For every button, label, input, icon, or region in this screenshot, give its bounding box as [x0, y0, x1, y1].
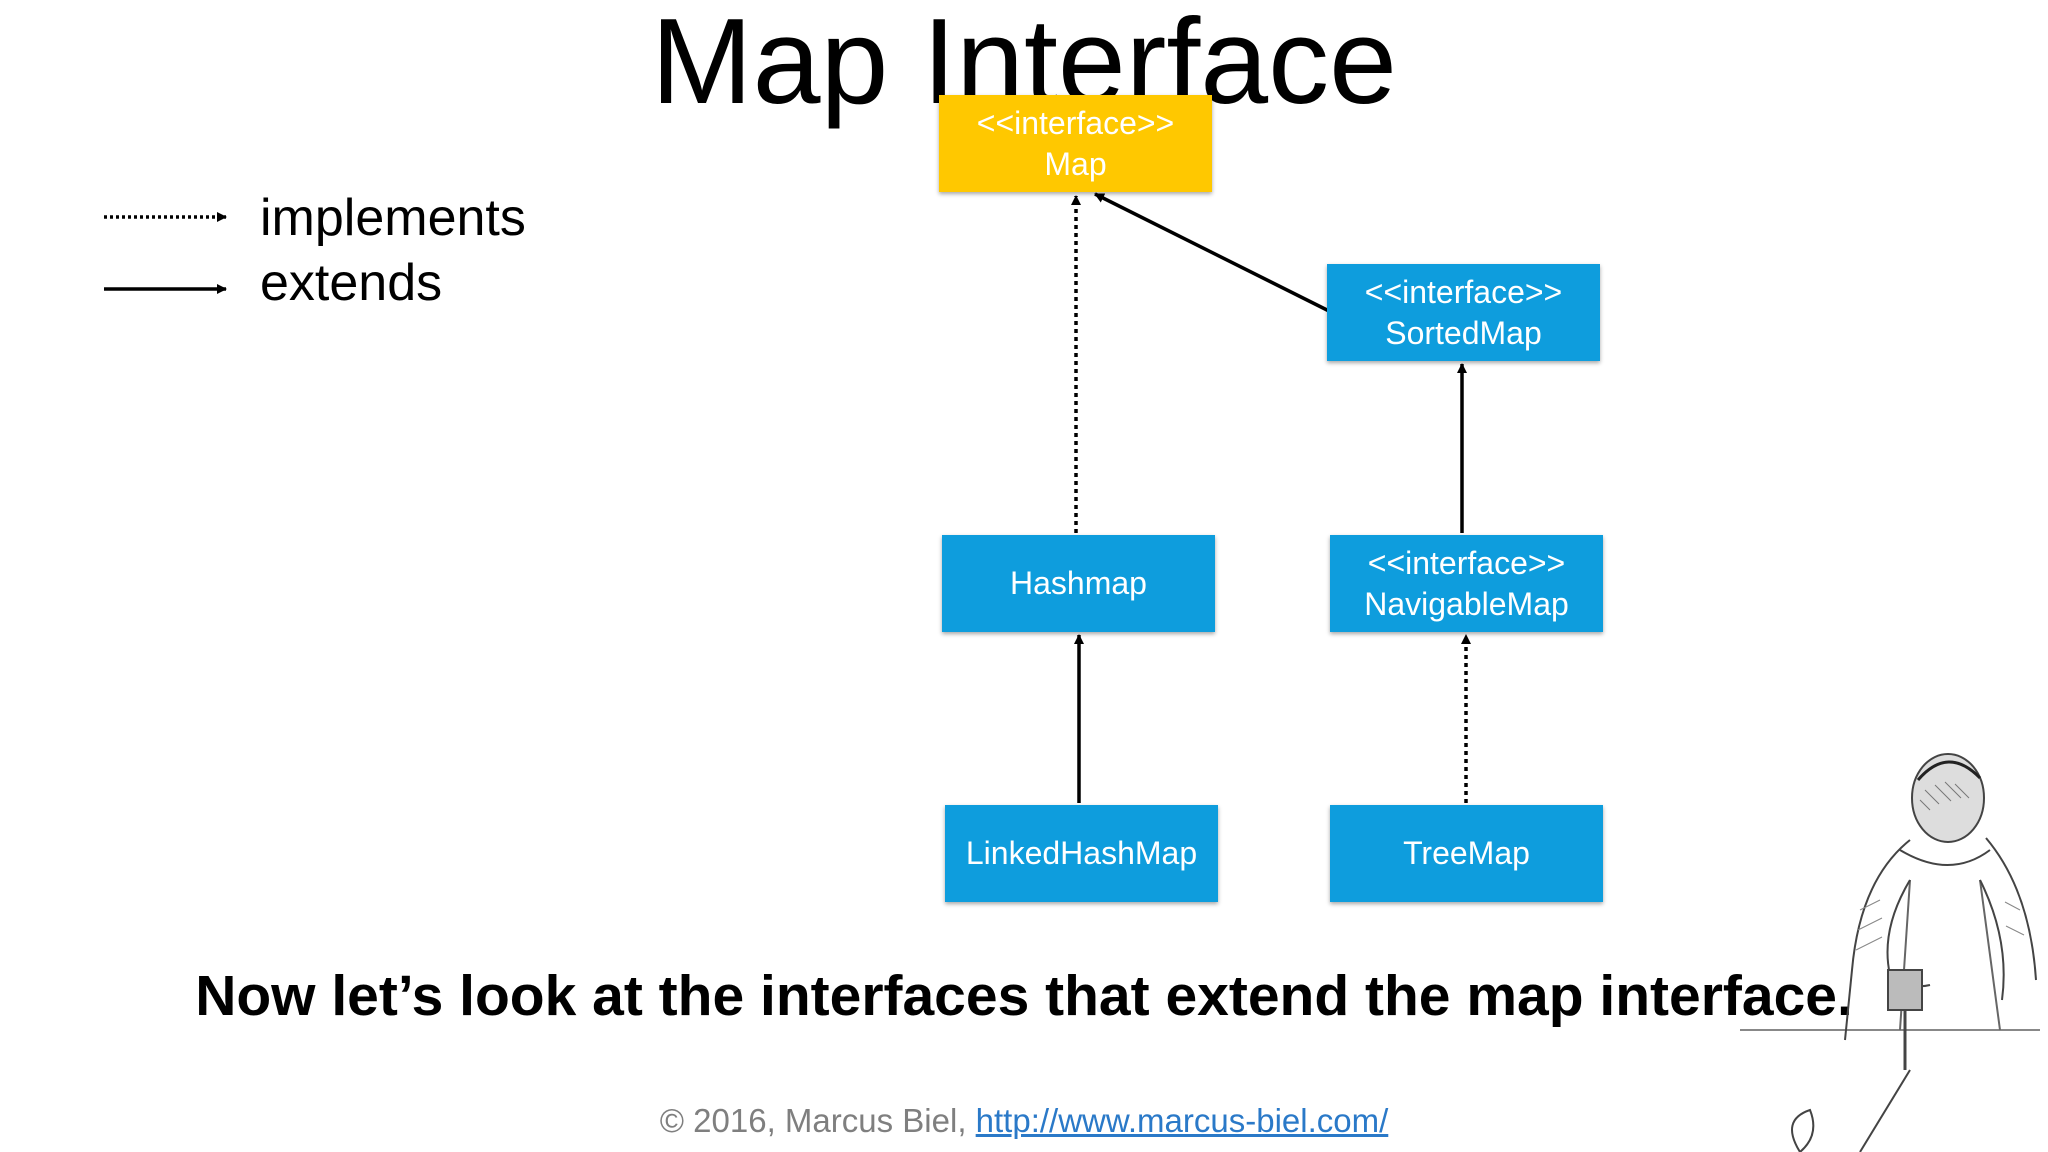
sortedmap-interface-box: <<interface>> SortedMap — [1327, 264, 1600, 361]
hashmap-class-box: Hashmap — [942, 535, 1215, 632]
navigablemap-stereotype: <<interface>> — [1367, 544, 1566, 581]
arrow-sortedmap-extends-map — [1094, 192, 1340, 318]
legend-implements-label: implements — [260, 189, 526, 247]
linkedhashmap-name: LinkedHashMap — [965, 835, 1198, 871]
hashmap-name: Hashmap — [1010, 565, 1147, 601]
treemap-name: TreeMap — [1403, 835, 1530, 871]
sortedmap-name: SortedMap — [1385, 314, 1542, 351]
navigablemap-name: NavigableMap — [1364, 585, 1569, 622]
linkedhashmap-class-box: LinkedHashMap — [945, 805, 1218, 902]
navigablemap-interface-box: <<interface>> NavigableMap — [1330, 535, 1603, 632]
sortedmap-stereotype: <<interface>> — [1364, 273, 1563, 310]
map-stereotype: <<interface>> — [976, 104, 1175, 141]
footer: © 2016, Marcus Biel, http://www.marcus-b… — [0, 1102, 2048, 1140]
treemap-class-box: TreeMap — [1330, 805, 1603, 902]
slide-caption: Now let’s look at the interfaces that ex… — [195, 964, 1853, 1028]
footer-link[interactable]: http://www.marcus-biel.com/ — [975, 1102, 1389, 1139]
legend-extends-label: extends — [260, 254, 443, 312]
map-interface-box: <<interface>> Map — [939, 95, 1212, 192]
footer-copyright: © 2016, Marcus Biel, — [659, 1102, 967, 1139]
craftsman-illustration — [1740, 753, 2040, 1152]
map-name: Map — [1044, 145, 1107, 182]
